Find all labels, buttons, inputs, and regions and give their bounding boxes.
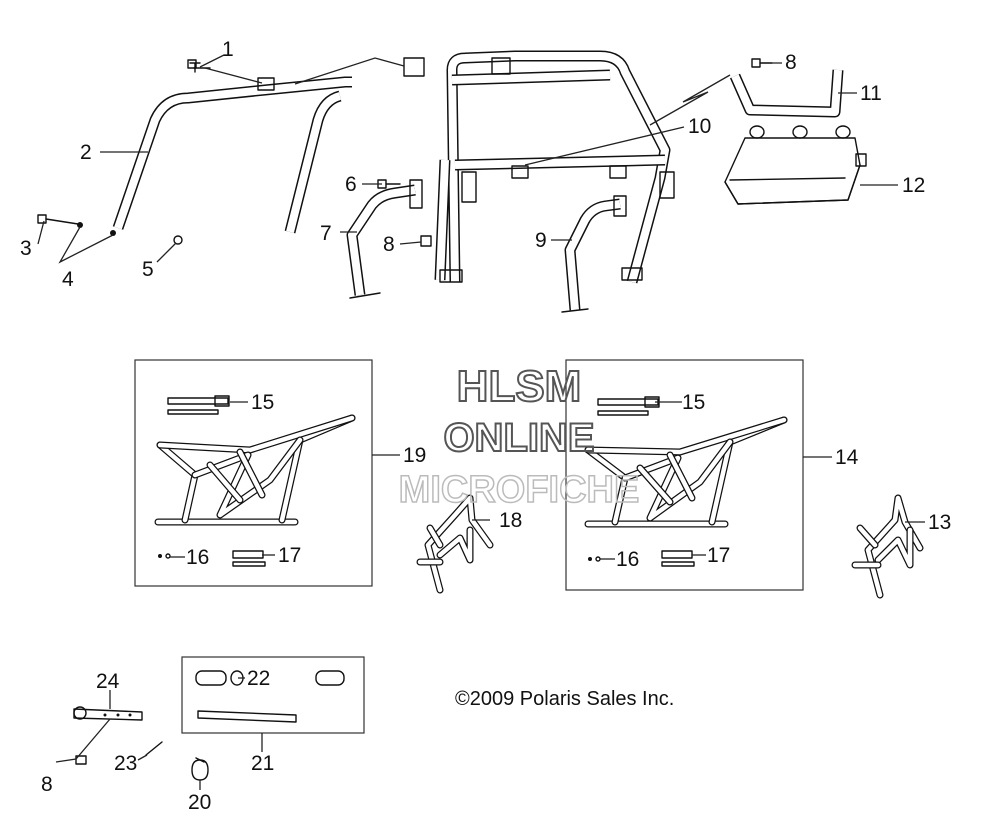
part-23-pin: [145, 741, 163, 756]
part-14-frame: [584, 416, 788, 528]
callout-14: 14: [835, 446, 859, 469]
callout-1: 1: [222, 38, 234, 61]
callout-15-right: 15: [682, 391, 705, 414]
callout-numbers: 1 2 3 4 5 6 7 8 9 10 8 11 12 13 14 15 16…: [20, 38, 951, 814]
part-18-frame: [416, 494, 494, 594]
callout-2: 2: [80, 141, 92, 164]
callout-9: 9: [535, 229, 547, 252]
part-15a-pin: [167, 395, 230, 415]
callout-17-left: 17: [278, 544, 301, 567]
kit-21-box: [181, 656, 365, 734]
part-4-washers: [77, 222, 116, 236]
callout-22: 22: [247, 667, 270, 690]
kit-19-box: [134, 359, 373, 587]
part-11-bracket: [729, 69, 844, 118]
callout-16-left: 16: [186, 546, 209, 569]
part-9-side-brace: [561, 195, 627, 313]
kit-14-box: [565, 359, 804, 591]
callout-17-right: 17: [707, 544, 730, 567]
callout-8-top: 8: [785, 51, 797, 74]
callout-8-center: 8: [383, 233, 395, 256]
part-16b-clip: [588, 556, 601, 562]
part-19-frame: [154, 414, 356, 526]
callout-3: 3: [20, 237, 32, 260]
callout-4: 4: [62, 268, 74, 291]
part-13-frame: [851, 494, 924, 599]
leader-lines: [37, 54, 925, 790]
callout-7: 7: [320, 222, 332, 245]
watermark-line-1: HLSM: [457, 362, 582, 411]
callout-24: 24: [96, 670, 120, 693]
watermark: HLSM ONLINE MICROFICHE: [398, 361, 640, 512]
callout-20: 20: [188, 791, 211, 814]
part-21-bar: [197, 710, 297, 723]
callout-13: 13: [928, 511, 951, 534]
part-8-nut-center: [420, 235, 432, 247]
part-12-rear-panel: [724, 125, 867, 205]
part-17b-pin: [661, 550, 695, 567]
callout-21: 21: [251, 752, 274, 775]
watermark-line-3: MICROFICHE: [399, 469, 640, 511]
callout-6: 6: [345, 173, 357, 196]
part-7-side-brace: [346, 179, 423, 299]
part-20-clamp: [191, 757, 209, 781]
part-15b-pin: [597, 396, 660, 416]
callout-11: 11: [860, 82, 882, 105]
callout-5: 5: [142, 258, 154, 281]
callout-15-left: 15: [251, 391, 274, 414]
watermark-line-2: ONLINE: [443, 416, 594, 460]
part-2-front-roll-bar: [112, 76, 352, 234]
part-8-nut-lower: [75, 755, 87, 765]
part-3-bolt: [37, 214, 79, 225]
part-1-bolt: [187, 59, 211, 73]
part-16a-clip: [158, 553, 171, 559]
callout-8-lower: 8: [41, 773, 53, 796]
copyright-text: ©2009 Polaris Sales Inc.: [455, 688, 674, 710]
callout-19: 19: [403, 444, 426, 467]
callout-12: 12: [902, 174, 925, 197]
part-10-cab-frame: [403, 50, 675, 284]
part-24-bracket: [73, 706, 143, 721]
part-5-nut: [173, 235, 183, 245]
callout-10: 10: [688, 115, 711, 138]
callout-18: 18: [499, 509, 522, 532]
part-17a-pin: [232, 550, 266, 567]
callout-23: 23: [114, 752, 137, 775]
callout-16-right: 16: [616, 548, 639, 571]
